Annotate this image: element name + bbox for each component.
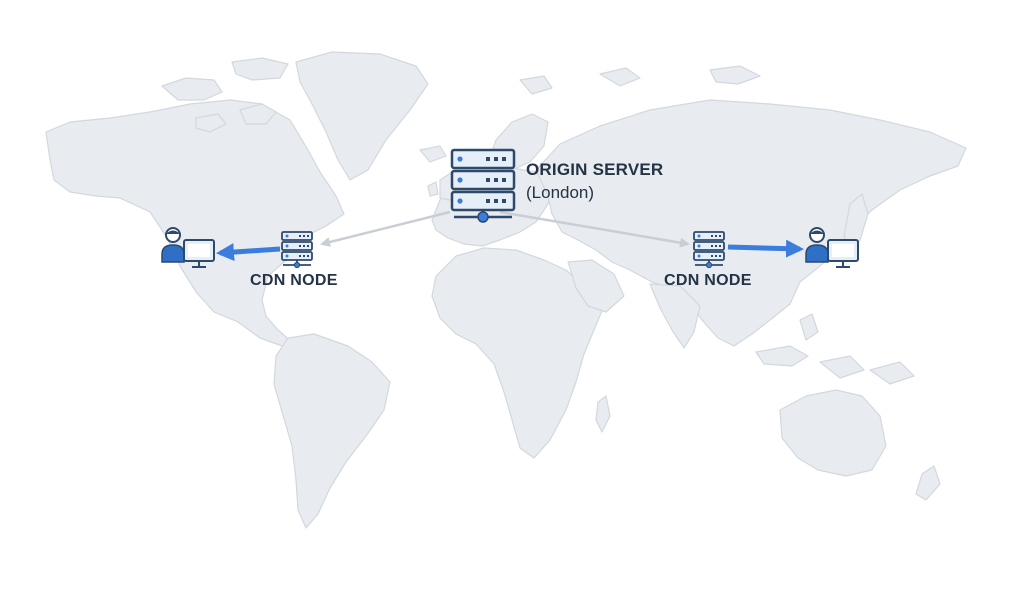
server-rack-icon xyxy=(450,148,516,223)
origin-to-west-node-arrow xyxy=(320,210,451,247)
greenland xyxy=(295,51,429,181)
monitor-icon xyxy=(827,239,859,268)
server-rack-icon xyxy=(693,231,725,269)
north-america xyxy=(45,99,345,347)
south-america xyxy=(273,333,391,529)
cdn-node-label-east: CDN NODE xyxy=(664,272,752,289)
asia xyxy=(535,99,967,347)
east-node-to-user-arrow xyxy=(727,239,804,258)
server-rack-icon xyxy=(281,231,313,269)
origin-server-location: (London) xyxy=(526,183,595,202)
origin-server-title: ORIGIN SERVER xyxy=(526,160,664,179)
user-icon xyxy=(805,227,829,263)
africa xyxy=(431,247,605,459)
continents xyxy=(45,51,967,529)
australia xyxy=(779,389,887,477)
west-node-to-user-arrow xyxy=(216,243,281,262)
monitor-icon xyxy=(183,239,215,268)
cdn-node-label-west: CDN NODE xyxy=(250,272,338,289)
origin-to-east-node-arrow xyxy=(499,210,690,248)
